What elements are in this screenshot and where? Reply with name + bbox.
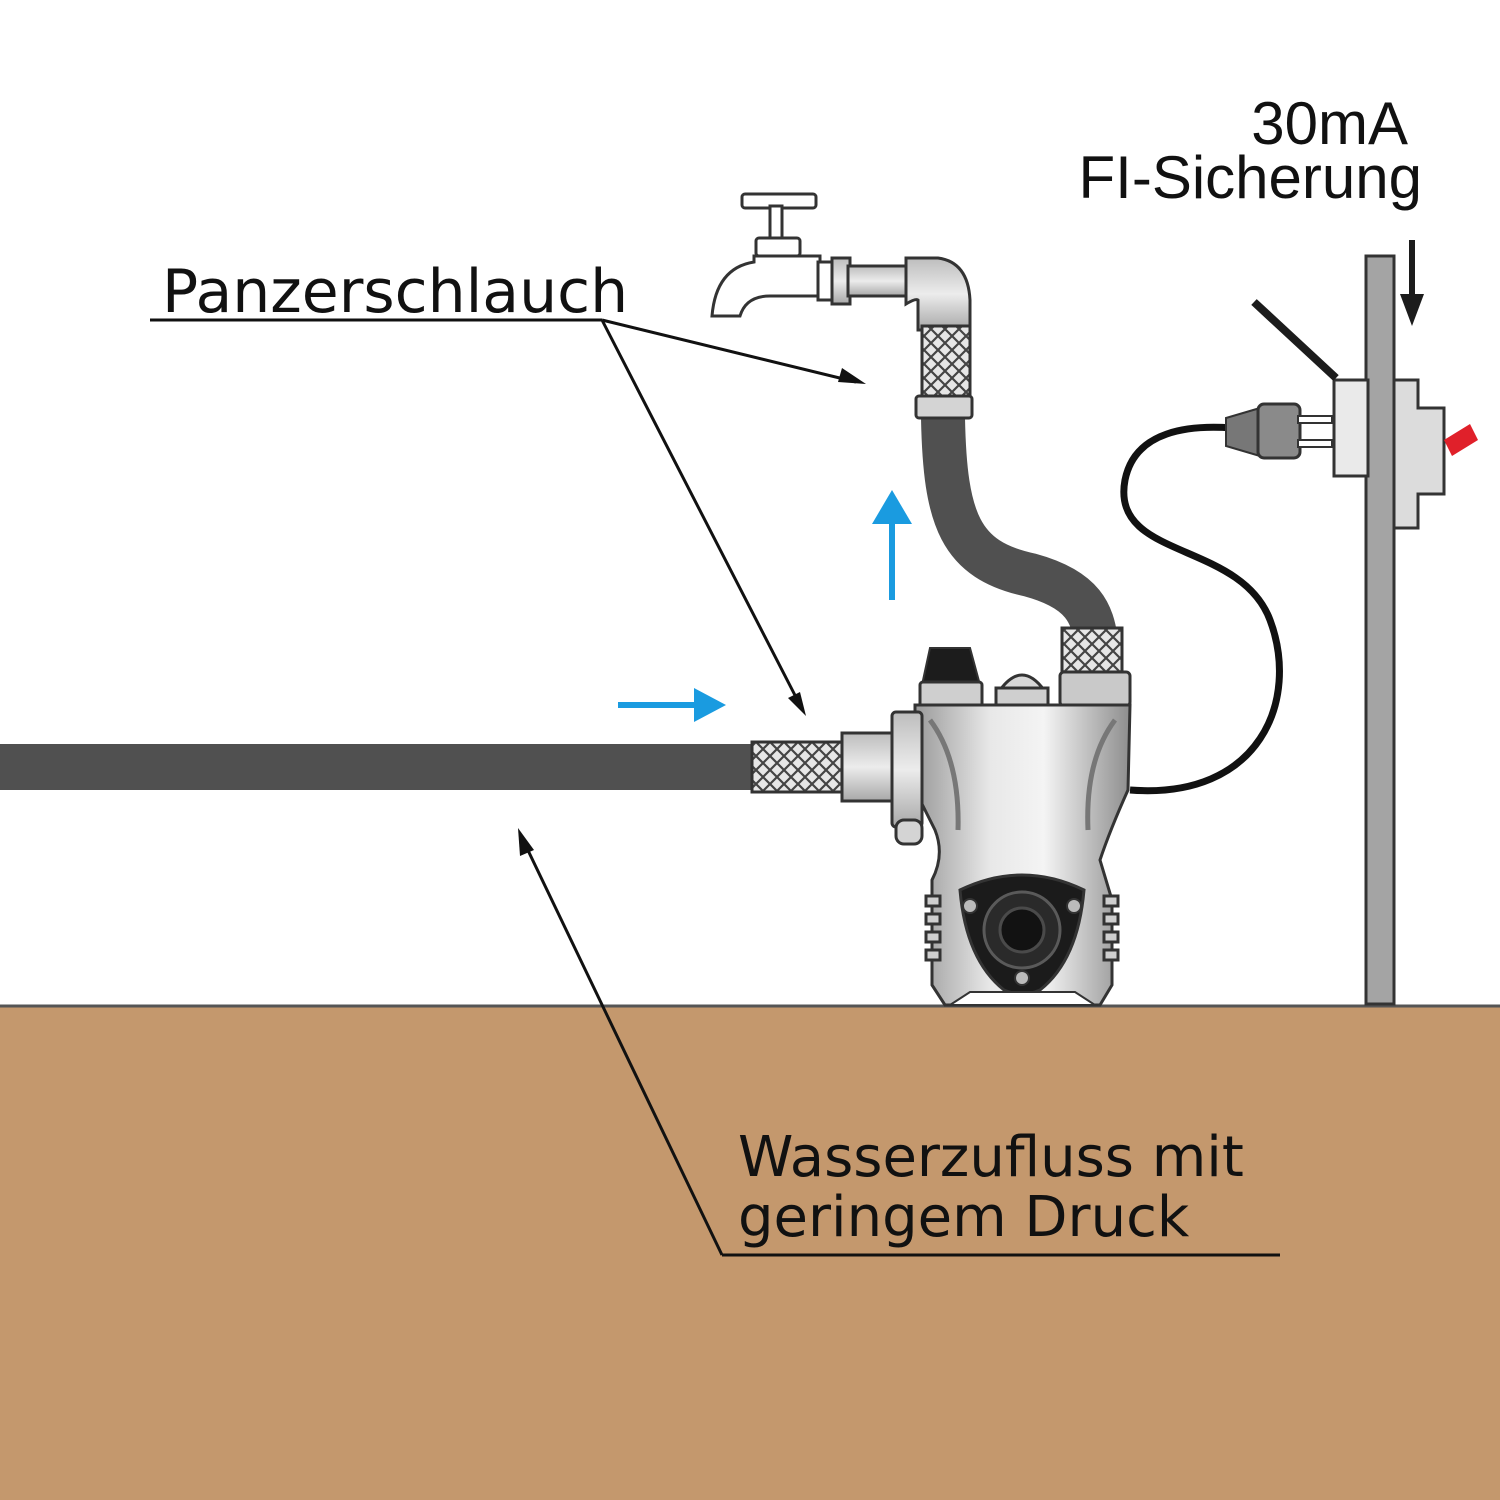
mounting-post	[1364, 254, 1396, 1006]
breaker-arrow-down	[1400, 240, 1424, 326]
inlet-connector	[840, 731, 894, 803]
panzerschlauch-leader	[150, 318, 857, 706]
circuit-breaker-icon	[1251, 299, 1478, 530]
water-leader	[522, 841, 1280, 1257]
label-water-line1: Wasserzufluss mit	[738, 1125, 1244, 1190]
label-fi-line1: 30mA	[1251, 90, 1408, 157]
power-cable	[1120, 423, 1283, 795]
outlet-hose	[921, 417, 1118, 644]
label-water-line2: geringem Druck	[738, 1185, 1190, 1250]
inlet-hose	[0, 744, 760, 790]
ground	[0, 1005, 1500, 1500]
label-panzerschlauch: Panzerschlauch	[162, 257, 628, 327]
label-fi-line2: FI-Sicherung	[1079, 144, 1422, 211]
inlet-braided-fitting	[750, 740, 846, 794]
power-plug-icon	[1225, 402, 1333, 460]
flow-arrow-up	[872, 490, 912, 600]
flow-arrow-right	[618, 688, 726, 722]
water-tap-icon	[710, 192, 974, 420]
pump-icon	[890, 626, 1132, 1007]
